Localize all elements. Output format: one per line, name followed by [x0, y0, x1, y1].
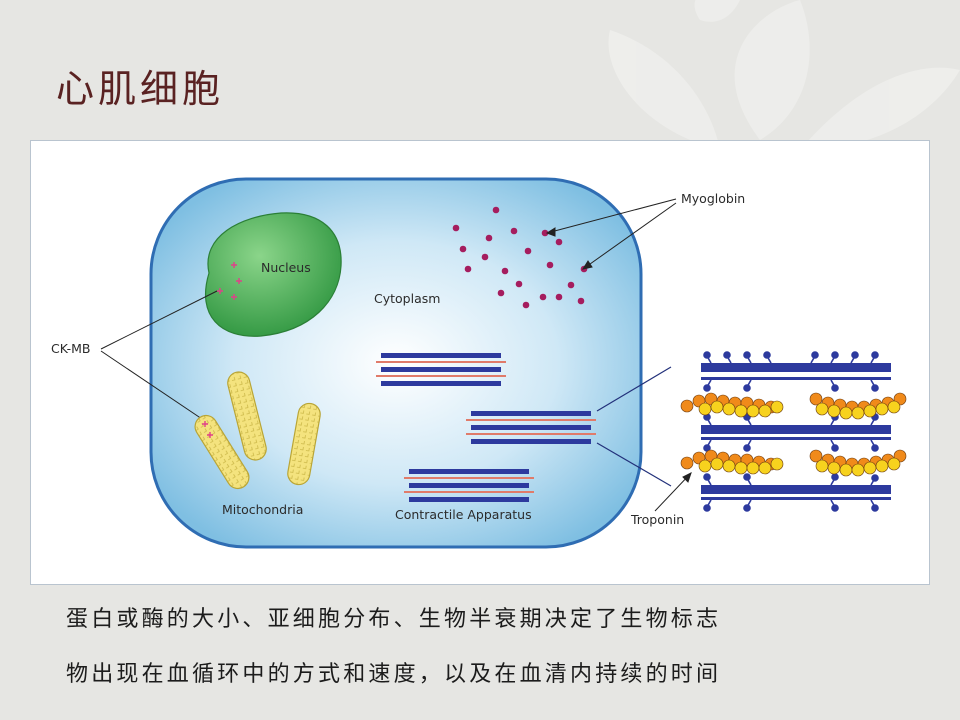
contractile-apparatus-label: Contractile Apparatus	[395, 507, 532, 522]
nucleus-label: Nucleus	[261, 260, 311, 275]
myoglobin-label: Myoglobin	[681, 191, 745, 206]
myoglobin-arrows	[545, 198, 677, 270]
ckmb-markers-nucleus	[217, 262, 242, 300]
ckmb-pointers	[100, 290, 218, 422]
mitochondria-label: Mitochondria	[222, 502, 303, 517]
sarcomere-2	[466, 411, 596, 444]
ckmb-label: CK-MB	[51, 341, 90, 356]
caption-line-1: 蛋白或酶的大小、亚细胞分布、生物半衰期决定了生物标志	[66, 607, 722, 632]
troponin-arrow	[654, 472, 692, 512]
mitochondria	[194, 371, 321, 490]
cardiac-cell-figure: Nucleus Cytoplasm Myoglobin C	[30, 140, 930, 585]
magnified-filament	[680, 351, 907, 512]
cytoplasm-label: Cytoplasm	[374, 291, 440, 306]
zoom-lines	[596, 366, 672, 487]
slide-title: 心肌细胞	[56, 67, 225, 111]
ckmb-markers-mitochondria	[202, 421, 213, 438]
caption-line-2: 物出现在血循环中的方式和速度，以及在血清内持续的时间	[66, 662, 722, 687]
sarcomere-3	[404, 469, 534, 502]
nucleus-shape	[204, 212, 342, 337]
troponin-label: Troponin	[630, 512, 684, 527]
cardiac-cell-diagram: Nucleus Cytoplasm Myoglobin C	[51, 177, 907, 549]
sarcomere-1	[376, 353, 506, 386]
